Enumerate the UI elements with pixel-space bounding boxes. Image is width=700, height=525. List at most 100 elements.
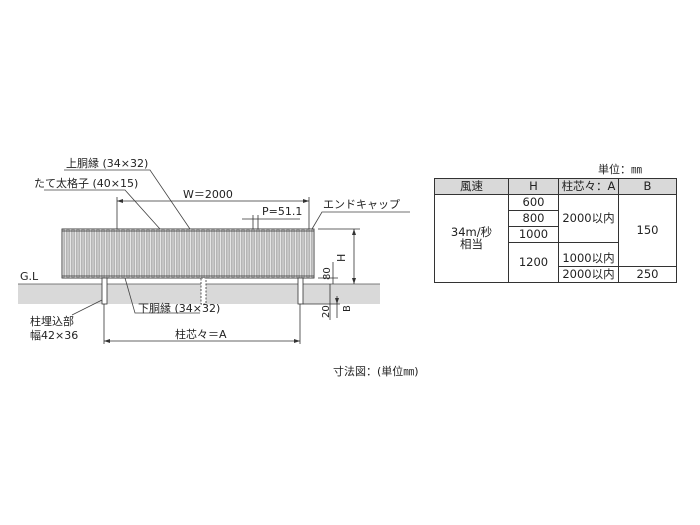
fence-bar [103,228,108,279]
post-embed-label-2: 幅42×36 [30,329,78,342]
fence-bar [183,228,188,279]
fence-bar [303,228,308,279]
fence-bar [198,228,203,279]
fence-bar [238,228,243,279]
b-arrow [335,298,339,304]
h-arrow-top [352,229,356,235]
table-header-row: 風速 H 柱芯々：A B [434,178,677,195]
fence-bar [113,228,118,279]
h-cell: 800 [508,210,559,227]
spec-table: 風速 H 柱芯々：A B 34m/秒 相当 600 2000以内 150 800… [434,178,677,283]
header-b: B [618,178,677,195]
post-left [101,277,108,305]
fence-bar [158,228,163,279]
upper-rail-label: 上胴縁 (34×32) [66,156,148,170]
fence-bar [98,228,103,279]
header-a: 柱芯々：A [558,178,619,195]
lower-rail-label: 下胴縁 (34×32) [138,301,220,315]
fence-bar [63,228,68,279]
dim80-label: 80 [322,267,333,280]
fence-bar [278,228,283,279]
h-cell: 1200 [508,242,559,283]
post-embed-label-1: 柱埋込部 [30,314,74,328]
fence-bar [248,228,253,279]
upper-rail-leader [64,169,191,230]
pitch-label: P=51.1 [262,205,302,218]
b-cell: 150 [618,194,677,267]
fence-bar [273,228,278,279]
b-label: B [342,305,353,312]
b-cell: 250 [618,266,677,283]
fence-bar [153,228,158,279]
wind-line-2: 相当 [460,236,483,251]
fence-bar [93,228,98,279]
fence-bar [178,228,183,279]
posts [101,277,304,305]
fence-bar [308,228,313,279]
end-cap-label: エンドキャップ [323,198,400,211]
width-arrow-right [303,199,309,203]
width-label: W＝2000 [183,188,233,201]
fence-bar [68,228,73,279]
a-arrow-right [294,339,300,343]
post-middle [200,277,207,305]
width-arrow-left [117,199,123,203]
fence-bar [193,228,198,279]
fence-bar [203,228,208,279]
thick-bar-leader [44,189,161,230]
fence-bar [228,228,233,279]
a-arrow-left [104,339,110,343]
fence-bar [173,228,178,279]
fence-bar [88,228,93,279]
fence-bar [298,228,303,279]
fence-bar [213,228,218,279]
fence-bar [138,228,143,279]
table-row: 1200 [435,242,677,283]
wind-cell: 34m/秒 相当 [434,194,509,283]
fence-bar [163,228,168,279]
h-cell: 600 [508,194,559,211]
a-cell [558,242,619,251]
fence-bar [223,228,228,279]
fence-bar [253,228,258,279]
fence-bar [118,228,123,279]
table-row: 34m/秒 相当 600 2000以内 150 [434,194,677,283]
post-right [297,277,304,305]
fence-bar [83,228,88,279]
thick-bar-label: たて太格子 (40×15) [34,176,138,190]
h-cell: 1000 [508,226,559,243]
h-arrow-bottom [352,278,356,284]
a-cell: 2000以内 [558,266,619,283]
fence-bar [148,228,153,279]
fence-bar [208,228,213,279]
table-row: 1000 [435,226,677,243]
fence-bar [283,228,288,279]
fence-bar [258,228,263,279]
lower-rail-leader [124,277,200,314]
post-embed-leader [71,299,103,316]
a-cell: 2000以内 [558,194,619,243]
fence-bar [243,228,248,279]
fence-bar [168,228,173,279]
fence-bar [188,228,193,279]
ground-line-label: G.L [20,270,39,283]
unit-label: 単位：㎜ [598,163,642,176]
dim20-label: 20 [321,305,332,318]
fence-bar [293,228,298,279]
fence-bar [128,228,133,279]
fence-bar [233,228,238,279]
fence-bar [133,228,138,279]
fence-bar [73,228,78,279]
fence-bar [108,228,113,279]
fence-bar [143,228,148,279]
a-cell: 1000以内 [558,251,619,267]
vertical-bars [63,228,313,279]
fence-bar [288,228,293,279]
caption: 寸法図：(単位㎜) [333,365,419,378]
fence-bar [123,228,128,279]
h-label: H [335,254,348,262]
table-row: 2000以内 250 [435,266,677,283]
wind-line-1: 34m/秒 [450,225,493,239]
fence-bar [263,228,268,279]
ground-band [18,284,380,304]
